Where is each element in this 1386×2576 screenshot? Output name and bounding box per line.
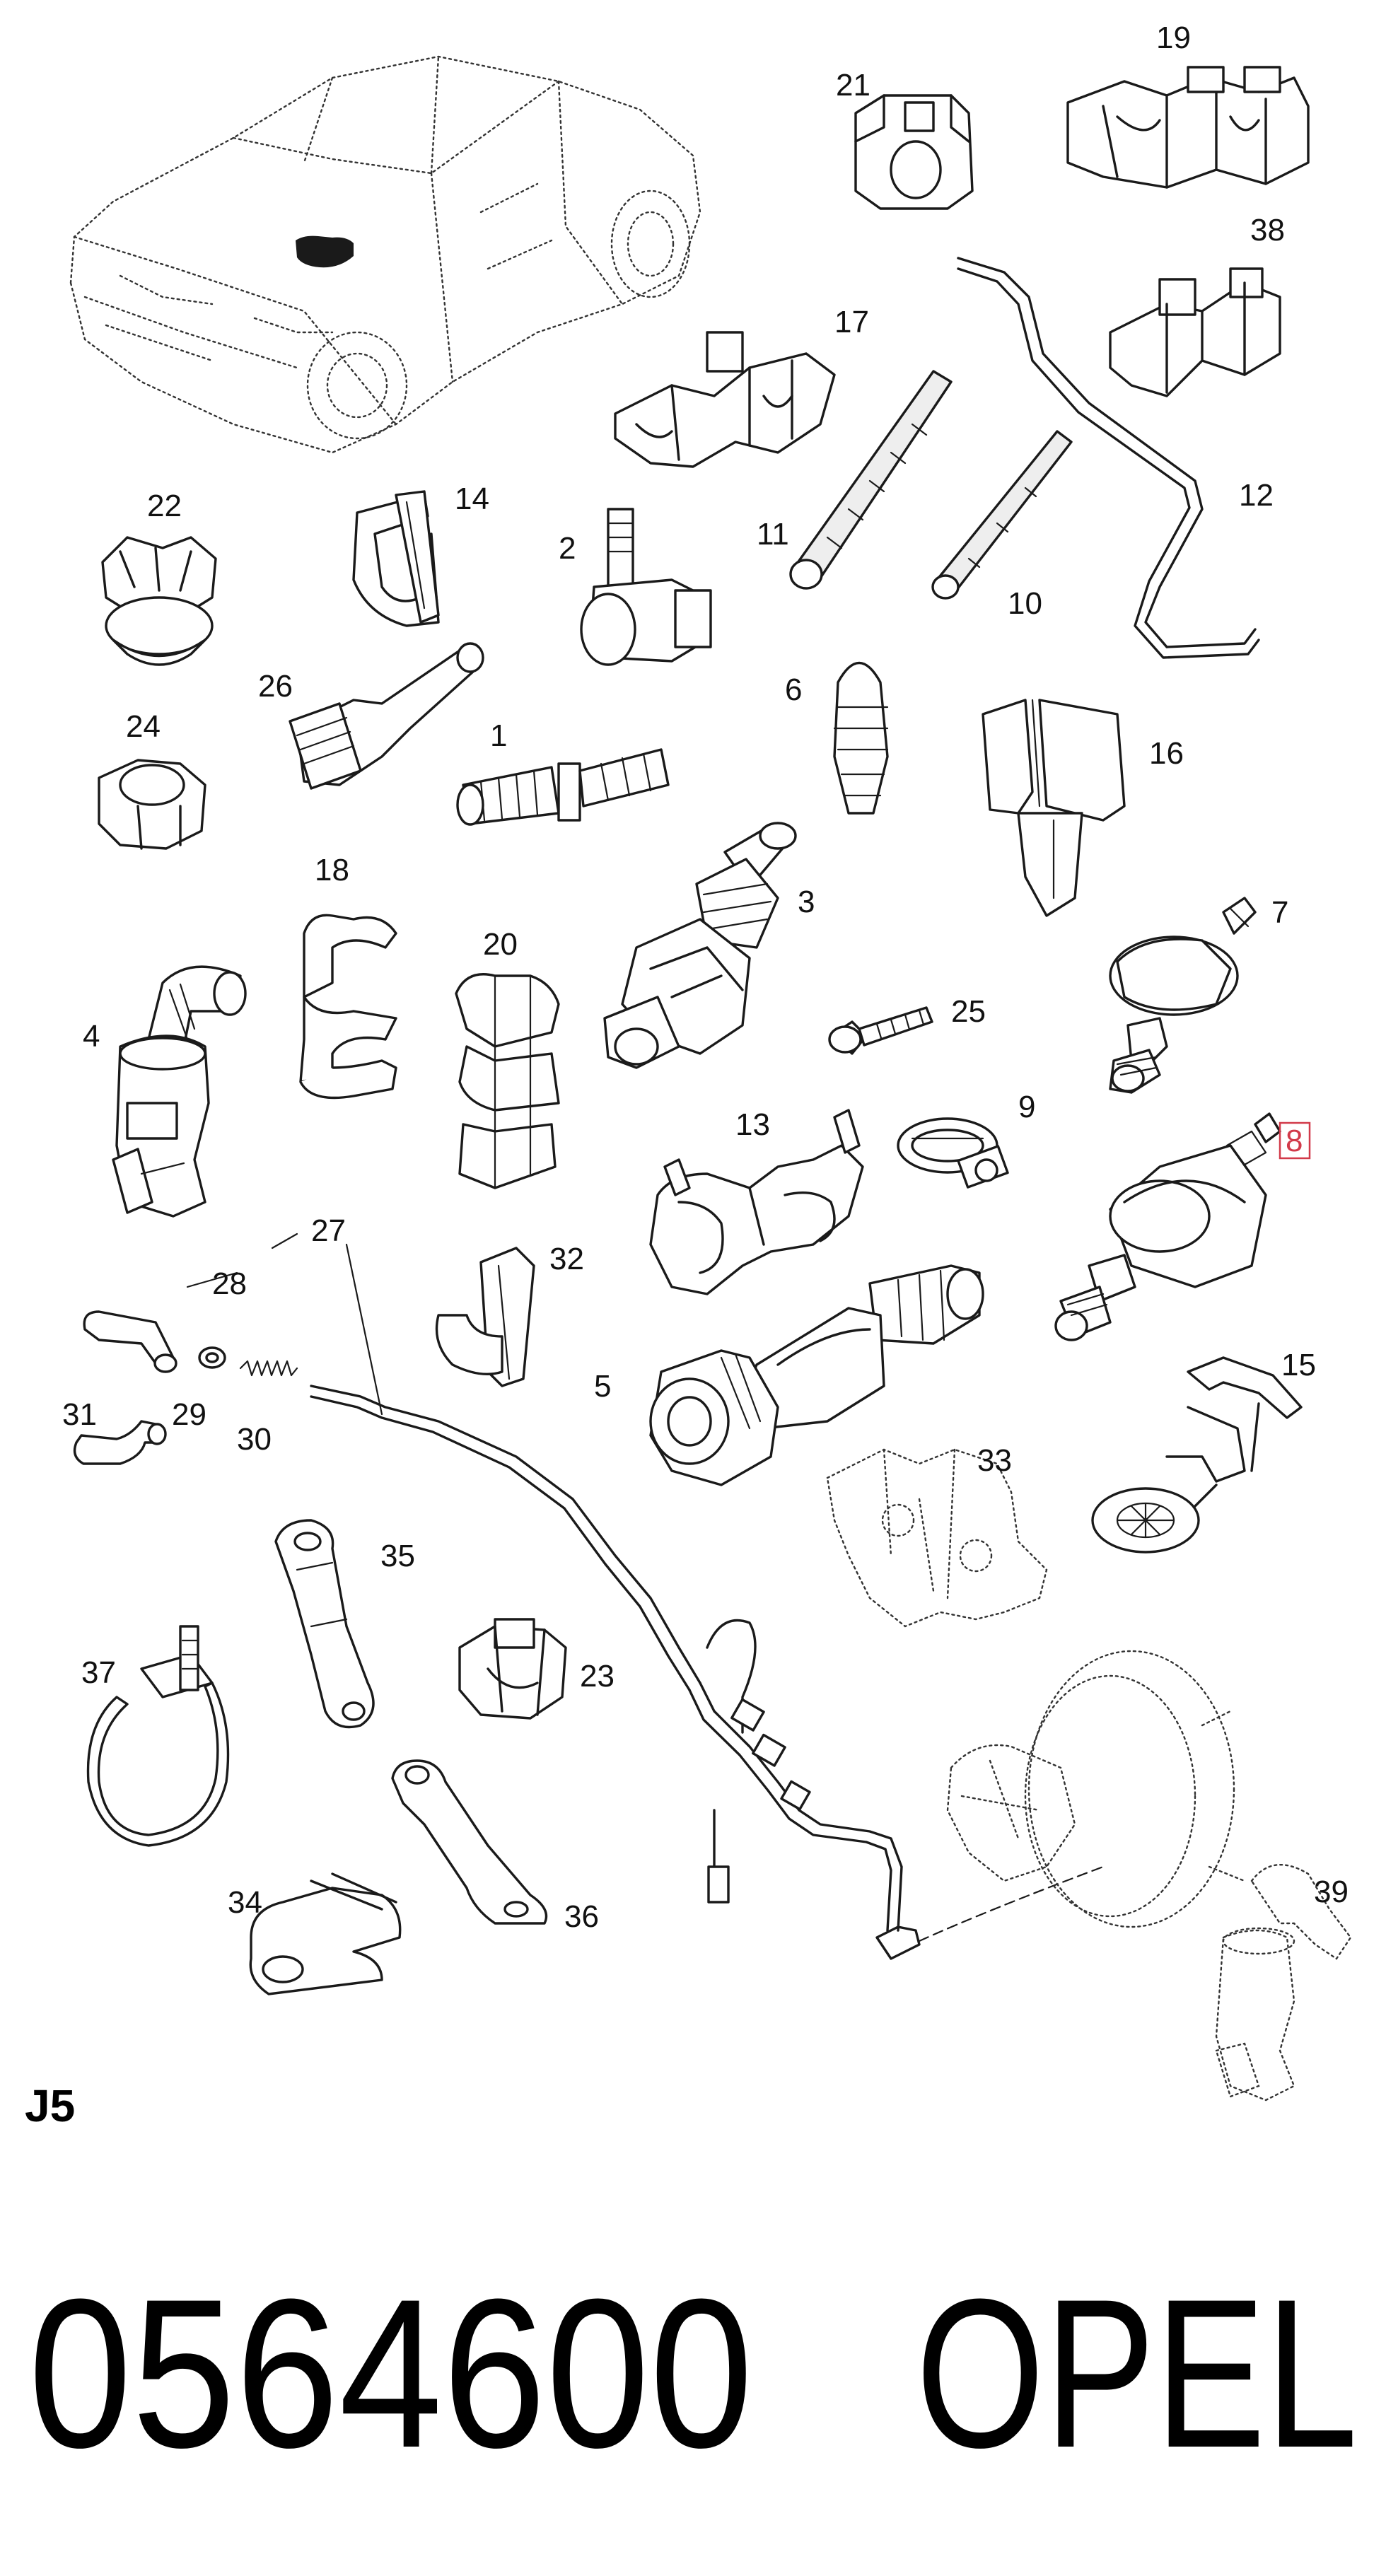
- callout-32: 32: [549, 1242, 584, 1276]
- brake-booster-illustration: [946, 1650, 1246, 1928]
- callout-25: 25: [951, 994, 986, 1029]
- callout-14: 14: [455, 482, 489, 516]
- part-20-clip: [455, 973, 560, 1189]
- callout-24: 24: [126, 709, 161, 744]
- part-13-double-clip: [649, 1109, 864, 1295]
- car-illustration: [69, 55, 701, 454]
- callout-10: 10: [1008, 586, 1042, 621]
- part-19-bracket: [1066, 66, 1310, 189]
- callout-12: 12: [1239, 478, 1274, 513]
- callout-labels: 1 2 3 4 5 6 7 8 9 10 11 12 13 14 15 16 1…: [62, 21, 1349, 1934]
- part-21-clip: [854, 94, 974, 210]
- callout-15: 15: [1281, 1348, 1316, 1382]
- part-1-hose-nipple: [456, 748, 670, 826]
- part-22-grommet: [101, 536, 217, 666]
- callout-13: 13: [735, 1107, 770, 1142]
- part-9-hose-clamp: [897, 1117, 1009, 1189]
- part-33-mount: [826, 1448, 1048, 1628]
- callout-36: 36: [564, 1899, 599, 1934]
- callout-20: 20: [483, 927, 518, 962]
- callout-8-highlight-box: [1279, 1121, 1311, 1160]
- callout-37: 37: [81, 1655, 116, 1690]
- part-10-hose: [931, 430, 1073, 600]
- callout-34: 34: [228, 1885, 262, 1920]
- callout-28: 28: [212, 1266, 247, 1301]
- part-38-bracket: [1109, 267, 1281, 397]
- part-37-band-clamp: [86, 1625, 230, 1847]
- part-15-bracket: [1091, 1356, 1303, 1554]
- callout-9: 9: [1018, 1090, 1035, 1124]
- callout-21: 21: [836, 68, 870, 103]
- callout-18: 18: [315, 853, 349, 887]
- part-32-clip: [435, 1247, 535, 1387]
- callout-39: 39: [1314, 1875, 1349, 1909]
- part-3-quick-connector: [603, 822, 797, 1069]
- callout-5: 5: [594, 1369, 611, 1404]
- part-23-clip: [458, 1618, 567, 1720]
- callout-35: 35: [380, 1539, 415, 1573]
- callout-29: 29: [172, 1397, 206, 1432]
- callout-2: 2: [559, 531, 576, 566]
- part-4-elbow-connector: [112, 965, 247, 1218]
- part-8-fuel-filter: [1054, 1112, 1281, 1341]
- part-6-plug: [833, 662, 889, 815]
- part-34-bracket: [249, 1872, 402, 1995]
- part-27-fuel-line: [271, 1232, 701, 1691]
- callout-19: 19: [1156, 21, 1191, 55]
- part-18-clip: [299, 914, 397, 1100]
- part-36-bracket: [391, 1759, 548, 1925]
- callout-26: 26: [258, 669, 293, 704]
- callout-38: 38: [1250, 213, 1285, 247]
- part-5-quick-connector: [649, 1264, 984, 1486]
- part-30-spring: [239, 1360, 298, 1377]
- callout-31: 31: [62, 1397, 97, 1432]
- callout-8: 8: [1286, 1124, 1303, 1158]
- fuel-system-location-marker: [296, 235, 354, 268]
- callout-17: 17: [834, 305, 869, 339]
- part-12-fuel-pipe: [957, 257, 1260, 659]
- callout-11: 11: [757, 517, 789, 552]
- part-14-clip: [352, 490, 440, 627]
- part-17-bracket: [614, 331, 836, 468]
- part-7-fuel-filter: [1109, 897, 1257, 1094]
- callout-22: 22: [147, 489, 182, 523]
- callout-16: 16: [1149, 736, 1184, 771]
- part-26-fitting: [289, 642, 484, 790]
- sheet-code: J5: [25, 2080, 75, 2131]
- callout-7: 7: [1271, 895, 1288, 930]
- part-2-tee-connector: [580, 508, 712, 666]
- callout-27: 27: [311, 1213, 346, 1248]
- part-number: 0564600: [28, 2254, 753, 2492]
- brand-name: OPEL: [916, 2254, 1358, 2492]
- callout-4: 4: [83, 1019, 100, 1054]
- part-16-clip: [982, 699, 1126, 917]
- part-11-corrugated-hose: [789, 370, 953, 590]
- callout-30: 30: [237, 1422, 272, 1457]
- callout-3: 3: [798, 885, 815, 919]
- callout-23: 23: [580, 1659, 615, 1694]
- part-29-ring: [198, 1346, 226, 1369]
- part-31-hose: [73, 1420, 167, 1465]
- part-28-hose: [83, 1271, 238, 1373]
- part-25-screw: [828, 1006, 933, 1055]
- callout-1: 1: [490, 718, 507, 753]
- callout-33: 33: [977, 1443, 1012, 1478]
- vacuum-line-assembly: [688, 1619, 1105, 1960]
- part-39-elbow-connector: [1215, 1864, 1352, 2102]
- callout-6: 6: [785, 672, 802, 707]
- part-35-bracket: [274, 1519, 375, 1729]
- part-24-nut: [98, 759, 206, 850]
